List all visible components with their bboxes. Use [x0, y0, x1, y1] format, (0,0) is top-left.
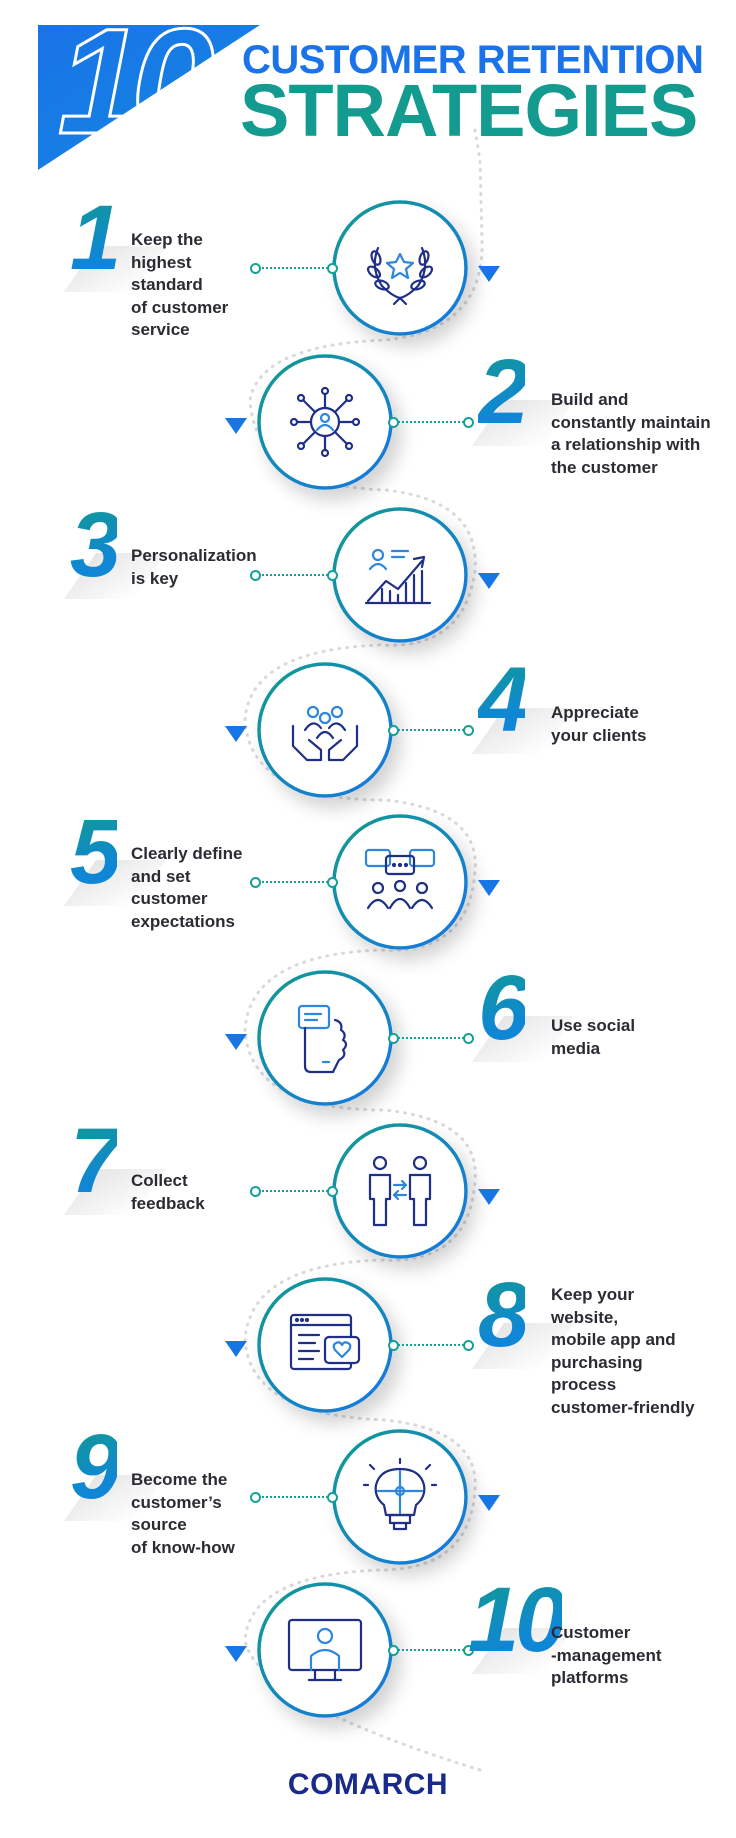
strategy-label: Collect feedback [131, 1171, 205, 1213]
title-number: 10 [57, 0, 217, 165]
connector-line [393, 421, 468, 423]
connector-dot [388, 1033, 399, 1044]
title-line-1: CUSTOMER RETENTION [242, 38, 704, 82]
strategy-number: 1 [70, 187, 121, 289]
connector-line [393, 1649, 468, 1651]
connector-dot [250, 570, 261, 581]
strategy-circle [257, 970, 393, 1106]
strategy-circle [332, 1123, 468, 1259]
strategy-circle [257, 662, 393, 798]
header-banner [38, 25, 260, 170]
strategy-number: 7 [70, 1110, 121, 1212]
brand-logo: COMARCH [287, 1768, 449, 1801]
strategy-label: Personalization is key [131, 546, 257, 588]
strategy-circle [332, 200, 468, 336]
strategy-number: 3 [70, 494, 121, 596]
strategy-label: Appreciate your clients [551, 703, 647, 745]
connector-dot [463, 725, 474, 736]
connector-dot [250, 877, 261, 888]
strategy-number: 5 [70, 801, 121, 903]
arrow-down-icon [225, 1034, 247, 1050]
arrow-down-icon [478, 573, 500, 589]
connector-line [255, 267, 332, 269]
connector-dot [463, 1645, 474, 1656]
strategy-label: Keep the highest standard of customer se… [131, 230, 229, 339]
strategy-label: Use social media [551, 1016, 636, 1058]
arrow-down-icon [225, 1646, 247, 1662]
arrow-down-icon [225, 418, 247, 434]
strategy-number: 8 [478, 1264, 529, 1366]
strategy-circle [332, 814, 468, 950]
arrow-down-icon [478, 266, 500, 282]
strategy-label: Keep your website, mobile app and purcha… [551, 1285, 695, 1417]
strategy-label: Build and constantly maintain a relation… [551, 390, 711, 477]
exchange-people-icon [368, 1155, 432, 1227]
connector-dot [388, 417, 399, 428]
connector-line [255, 1190, 332, 1192]
strategy-circle [257, 1277, 393, 1413]
connector-dot [463, 417, 474, 428]
strategy-number: 2 [478, 341, 529, 443]
strategy-number: 9 [70, 1416, 121, 1518]
connector-dot [388, 725, 399, 736]
title-line-2: STRATEGIES [240, 69, 698, 152]
connector-line [393, 729, 468, 731]
connector-line [255, 1496, 332, 1498]
connector-line [255, 881, 332, 883]
connector-dot [327, 1186, 338, 1197]
strategy-number: 6 [478, 957, 529, 1059]
connector-dot [388, 1645, 399, 1656]
connector-dot [250, 1186, 261, 1197]
strategy-label: Clearly define and set customer expectat… [131, 844, 243, 931]
strategy-number: 4 [478, 649, 529, 751]
connector-dot [250, 263, 261, 274]
connector-dot [250, 1492, 261, 1503]
phone-message-icon [297, 1004, 348, 1074]
connector-dot [327, 877, 338, 888]
strategy-circle [257, 354, 393, 490]
arrow-down-icon [225, 726, 247, 742]
browser-heart-icon [289, 1313, 361, 1371]
strategy-circle [332, 1429, 468, 1565]
arrow-down-icon [478, 880, 500, 896]
connector-line [393, 1037, 468, 1039]
arrow-down-icon [478, 1189, 500, 1205]
customer-network-icon [289, 386, 361, 458]
strategy-label: Become the customer’s source of know-how [131, 1470, 235, 1557]
connector-line [393, 1344, 468, 1346]
strategy-item-2: 2 Build and constantly maintain a relatio… [0, 0, 736, 490]
connector-dot [327, 263, 338, 274]
strategy-label: Customer -management platforms [551, 1623, 662, 1687]
group-chat-icon [364, 848, 436, 910]
arrow-down-icon [225, 1341, 247, 1357]
puzzle-bulb-icon [362, 1457, 438, 1531]
connector-dot [388, 1340, 399, 1351]
connector-line [255, 574, 332, 576]
growth-chart-icon [364, 548, 432, 605]
connector-dot [327, 1492, 338, 1503]
laurel-star-icon [366, 246, 434, 306]
connector-dot [463, 1340, 474, 1351]
arrow-down-icon [478, 1495, 500, 1511]
strategy-circle [257, 1582, 393, 1718]
connector-dot [463, 1033, 474, 1044]
hands-people-icon [291, 705, 359, 762]
connector-dot [327, 570, 338, 581]
strategy-circle [332, 507, 468, 643]
monitor-user-icon [287, 1618, 363, 1682]
strategy-number: 10 [468, 1569, 566, 1671]
